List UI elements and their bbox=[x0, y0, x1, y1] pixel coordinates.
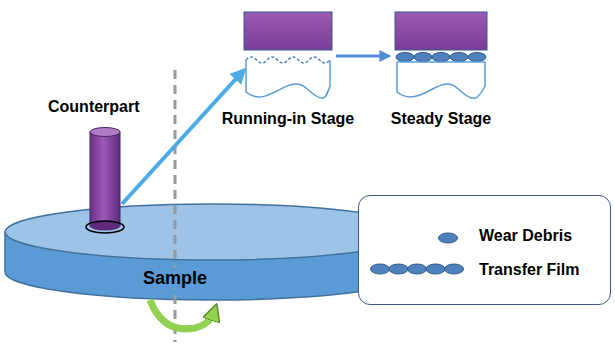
counterpart-block bbox=[244, 12, 332, 50]
rotation-arrow bbox=[150, 300, 214, 329]
counterpart-pin bbox=[90, 132, 120, 226]
node-label: Sample bbox=[139, 268, 211, 289]
flow-arrow bbox=[122, 70, 244, 204]
legend-sample bbox=[369, 262, 465, 276]
sample-section bbox=[397, 62, 485, 98]
pin-top bbox=[90, 128, 120, 137]
transfer-film bbox=[396, 53, 486, 62]
legend-sample bbox=[437, 231, 461, 245]
part-label: Counterpart bbox=[48, 98, 140, 116]
stage-schematic: Steady Stage bbox=[395, 12, 487, 100]
legend-label: Wear Debris bbox=[479, 227, 572, 245]
sample-section bbox=[246, 60, 330, 98]
flow-arrow bbox=[336, 55, 389, 58]
contact-circle bbox=[86, 221, 124, 233]
sample-disk: Sample bbox=[5, 204, 419, 300]
rough-surface bbox=[246, 57, 330, 63]
stage-schematic: Running-in Stage bbox=[244, 12, 332, 100]
rotation-axis bbox=[174, 70, 177, 342]
pin-bottom bbox=[90, 222, 120, 231]
node-label: Steady Stage bbox=[391, 110, 491, 128]
legend-label: Transfer Film bbox=[479, 261, 579, 279]
counterpart-block bbox=[395, 12, 487, 50]
node-label: Running-in Stage bbox=[222, 110, 354, 128]
disk-top bbox=[5, 204, 419, 260]
legend: Wear DebrisTransfer Film bbox=[358, 195, 611, 305]
